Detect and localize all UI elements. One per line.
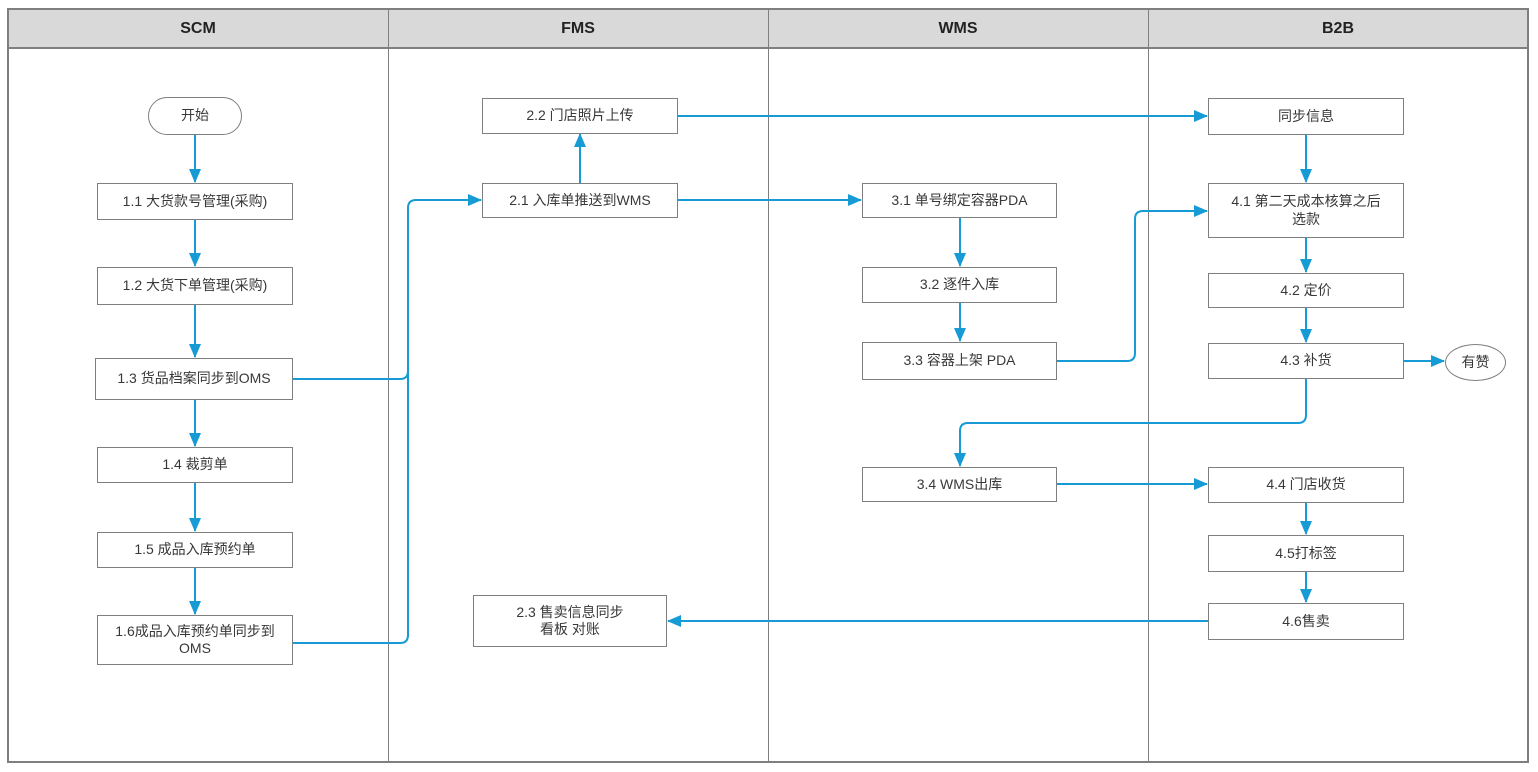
node-1-1: 1.1 大货款号管理(采购) (97, 183, 293, 220)
node-3-3: 3.3 容器上架 PDA (862, 342, 1057, 380)
node-4-3: 4.3 补货 (1208, 343, 1404, 379)
node-start: 开始 (148, 97, 242, 135)
node-4-1: 4.1 第二天成本核算之后 选款 (1208, 183, 1404, 238)
node-2-2: 2.2 门店照片上传 (482, 98, 678, 134)
node-2-3: 2.3 售卖信息同步 看板 对账 (473, 595, 667, 647)
lane-separator-1 (388, 8, 389, 763)
node-youzan: 有赞 (1445, 344, 1506, 381)
node-4-6: 4.6售卖 (1208, 603, 1404, 640)
lane-header-fms: FMS (561, 20, 595, 37)
node-1-4: 1.4 裁剪单 (97, 447, 293, 483)
node-4-4: 4.4 门店收货 (1208, 467, 1404, 503)
connector-1-6-to-2-1 (293, 210, 409, 644)
node-3-1: 3.1 单号绑定容器PDA (862, 183, 1057, 218)
connector-3-3-to-4-1 (1057, 205, 1208, 362)
lane-header-scm: SCM (180, 20, 216, 37)
node-1-3: 1.3 货品档案同步到OMS (95, 358, 293, 400)
node-4-5: 4.5打标签 (1208, 535, 1404, 572)
node-3-4: 3.4 WMS出库 (862, 467, 1057, 502)
lane-header-wms: WMS (938, 20, 978, 37)
lane-separator-3 (1148, 8, 1149, 763)
lane-separator-2 (768, 8, 769, 763)
node-1-5: 1.5 成品入库预约单 (97, 532, 293, 568)
lane-header-b2b: B2B (1321, 20, 1354, 37)
node-4-2: 4.2 定价 (1208, 273, 1404, 308)
node-3-2: 3.2 逐件入库 (862, 267, 1057, 303)
node-sync: 同步信息 (1208, 98, 1404, 135)
node-1-6: 1.6成品入库预约单同步到 OMS (97, 615, 293, 665)
node-1-2: 1.2 大货下单管理(采购) (97, 267, 293, 305)
connector-1-3-to-2-1 (293, 194, 482, 380)
node-2-1: 2.1 入库单推送到WMS (482, 183, 678, 218)
connector-4-3-to-3-4 (954, 379, 1307, 467)
